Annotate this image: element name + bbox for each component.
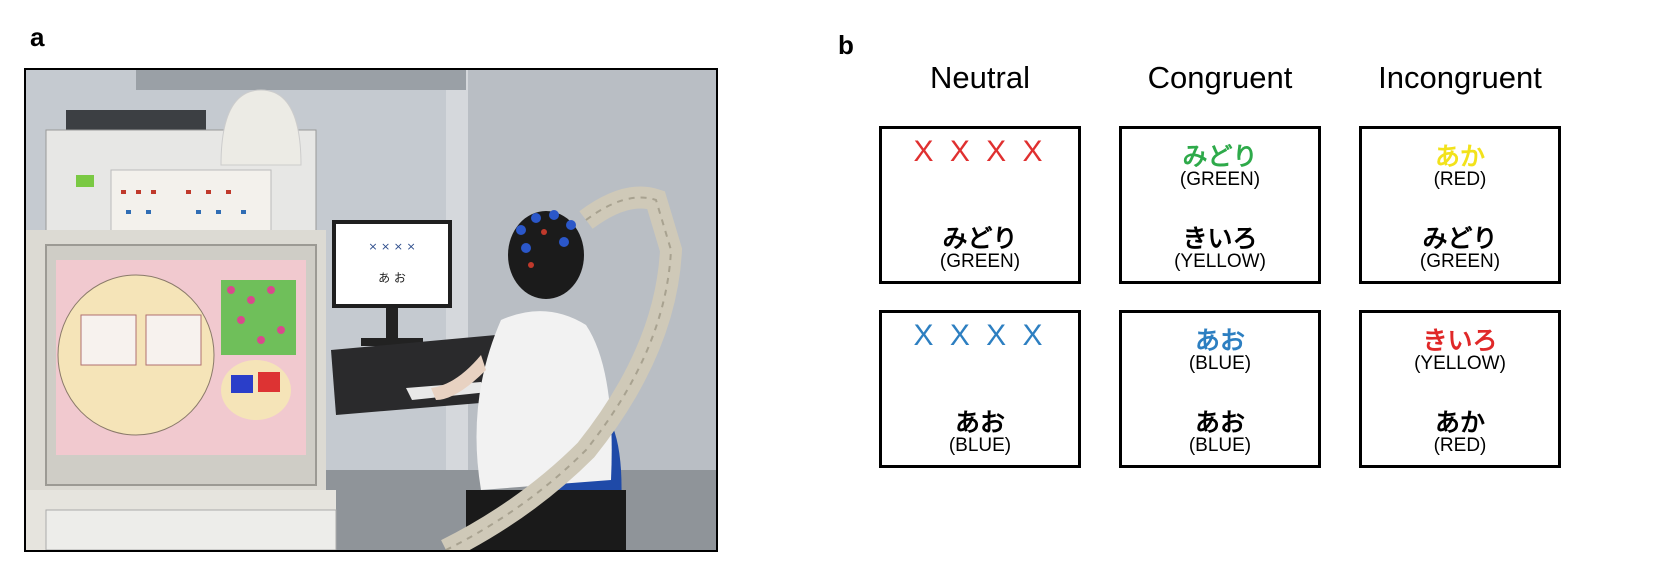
card-bottom-translation: (BLUE) bbox=[1188, 435, 1252, 456]
card-congruent-blue: あお (BLUE) あお (BLUE) bbox=[1119, 310, 1321, 468]
card-top-word: あか bbox=[1434, 142, 1485, 171]
card-top-translation: (GREEN) bbox=[1179, 169, 1261, 190]
card-bottom-translation: (GREEN) bbox=[1419, 251, 1501, 272]
card-top-word: みどり bbox=[1182, 142, 1258, 171]
column-header-incongruent: Incongruent bbox=[1378, 60, 1542, 95]
card-bottom-word: あお bbox=[954, 408, 1005, 437]
card-top-word: あお bbox=[1194, 326, 1245, 355]
card-bottom-word: あか bbox=[1434, 408, 1485, 437]
card-bottom-word: みどり bbox=[942, 224, 1018, 253]
card-neutral-green: X X X X みどり (GREEN) bbox=[879, 126, 1081, 284]
card-bottom-translation: (RED) bbox=[1433, 435, 1487, 456]
photo-illustration: × × × × あ お bbox=[26, 70, 716, 550]
card-top-translation: (YELLOW) bbox=[1414, 353, 1506, 374]
card-congruent-green: みどり (GREEN) きいろ (YELLOW) bbox=[1119, 126, 1321, 284]
card-top-translation: (BLUE) bbox=[1188, 353, 1252, 374]
card-bottom-translation: (YELLOW) bbox=[1174, 251, 1266, 272]
card-top-word: X X X X bbox=[913, 135, 1047, 168]
column-header-neutral: Neutral bbox=[930, 60, 1030, 95]
experiment-photo: × × × × あ お bbox=[24, 68, 718, 552]
card-bottom-translation: (BLUE) bbox=[948, 435, 1012, 456]
card-top-translation: (RED) bbox=[1433, 169, 1487, 190]
panel-b-label: b bbox=[838, 30, 854, 60]
panel-a-label: a bbox=[30, 22, 45, 52]
card-incongruent-red: あか (RED) みどり (GREEN) bbox=[1359, 126, 1561, 284]
card-neutral-blue: X X X X あお (BLUE) bbox=[879, 310, 1081, 468]
card-top-word: X X X X bbox=[913, 319, 1047, 352]
card-bottom-word: きいろ bbox=[1182, 224, 1258, 253]
card-incongruent-yellow: きいろ (YELLOW) あか (RED) bbox=[1359, 310, 1561, 468]
stimulus-bottom: あ お bbox=[378, 271, 406, 285]
stimulus-top: × × × × bbox=[368, 240, 415, 253]
column-header-congruent: Congruent bbox=[1147, 60, 1293, 95]
card-bottom-word: みどり bbox=[1422, 224, 1498, 253]
card-top-word: きいろ bbox=[1422, 326, 1498, 355]
card-bottom-word: あお bbox=[1194, 408, 1245, 437]
card-bottom-translation: (GREEN) bbox=[939, 251, 1021, 272]
